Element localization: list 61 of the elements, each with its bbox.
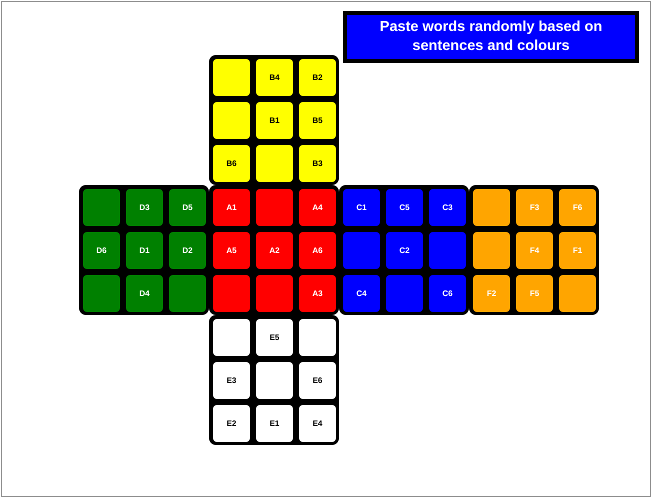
color-tile: E2 [213, 405, 250, 442]
color-tile [299, 319, 336, 356]
color-tile [343, 232, 380, 269]
cube-face [209, 55, 339, 185]
cube-face [79, 185, 209, 315]
color-tile: E3 [213, 362, 250, 399]
color-tile: F5 [516, 275, 553, 312]
color-tile [473, 232, 510, 269]
color-tile: B5 [299, 102, 336, 139]
color-tile: B4 [256, 59, 293, 96]
color-tile [213, 319, 250, 356]
color-tile: F3 [516, 189, 553, 226]
color-tile: B3 [299, 145, 336, 182]
color-tile [213, 59, 250, 96]
color-tile: C4 [343, 275, 380, 312]
color-tile: D6 [83, 232, 120, 269]
color-tile [256, 275, 293, 312]
color-tile [473, 189, 510, 226]
color-tile: A1 [213, 189, 250, 226]
cube-face [469, 185, 599, 315]
color-tile: D2 [169, 232, 206, 269]
color-tile: A4 [299, 189, 336, 226]
color-tile [429, 232, 466, 269]
color-tile: C6 [429, 275, 466, 312]
color-tile: E1 [256, 405, 293, 442]
color-tile [169, 275, 206, 312]
color-tile: B1 [256, 102, 293, 139]
color-tile: F2 [473, 275, 510, 312]
color-tile [83, 275, 120, 312]
color-tile: C2 [386, 232, 423, 269]
color-tile [213, 275, 250, 312]
color-tile: A2 [256, 232, 293, 269]
color-tile: C3 [429, 189, 466, 226]
color-tile: D4 [126, 275, 163, 312]
color-tile [256, 189, 293, 226]
color-tile: F4 [516, 232, 553, 269]
color-tile: B2 [299, 59, 336, 96]
color-tile: C5 [386, 189, 423, 226]
color-tile: E5 [256, 319, 293, 356]
color-tile [256, 362, 293, 399]
color-tile: E6 [299, 362, 336, 399]
color-tile [559, 275, 596, 312]
color-tile: A5 [213, 232, 250, 269]
color-tile: C1 [343, 189, 380, 226]
color-tile [386, 275, 423, 312]
cube-face [209, 315, 339, 445]
color-tile: A3 [299, 275, 336, 312]
color-tile: A6 [299, 232, 336, 269]
color-tile: B6 [213, 145, 250, 182]
color-tile [213, 102, 250, 139]
banner: Paste words randomly based on sentences and colours [343, 11, 639, 63]
color-tile: E4 [299, 405, 336, 442]
color-tile: D1 [126, 232, 163, 269]
color-tile: F1 [559, 232, 596, 269]
cube-face [339, 185, 469, 315]
color-tile: D3 [126, 189, 163, 226]
color-tile [83, 189, 120, 226]
color-tile: D5 [169, 189, 206, 226]
color-tile: F6 [559, 189, 596, 226]
cube-face [209, 185, 339, 315]
color-tile [256, 145, 293, 182]
